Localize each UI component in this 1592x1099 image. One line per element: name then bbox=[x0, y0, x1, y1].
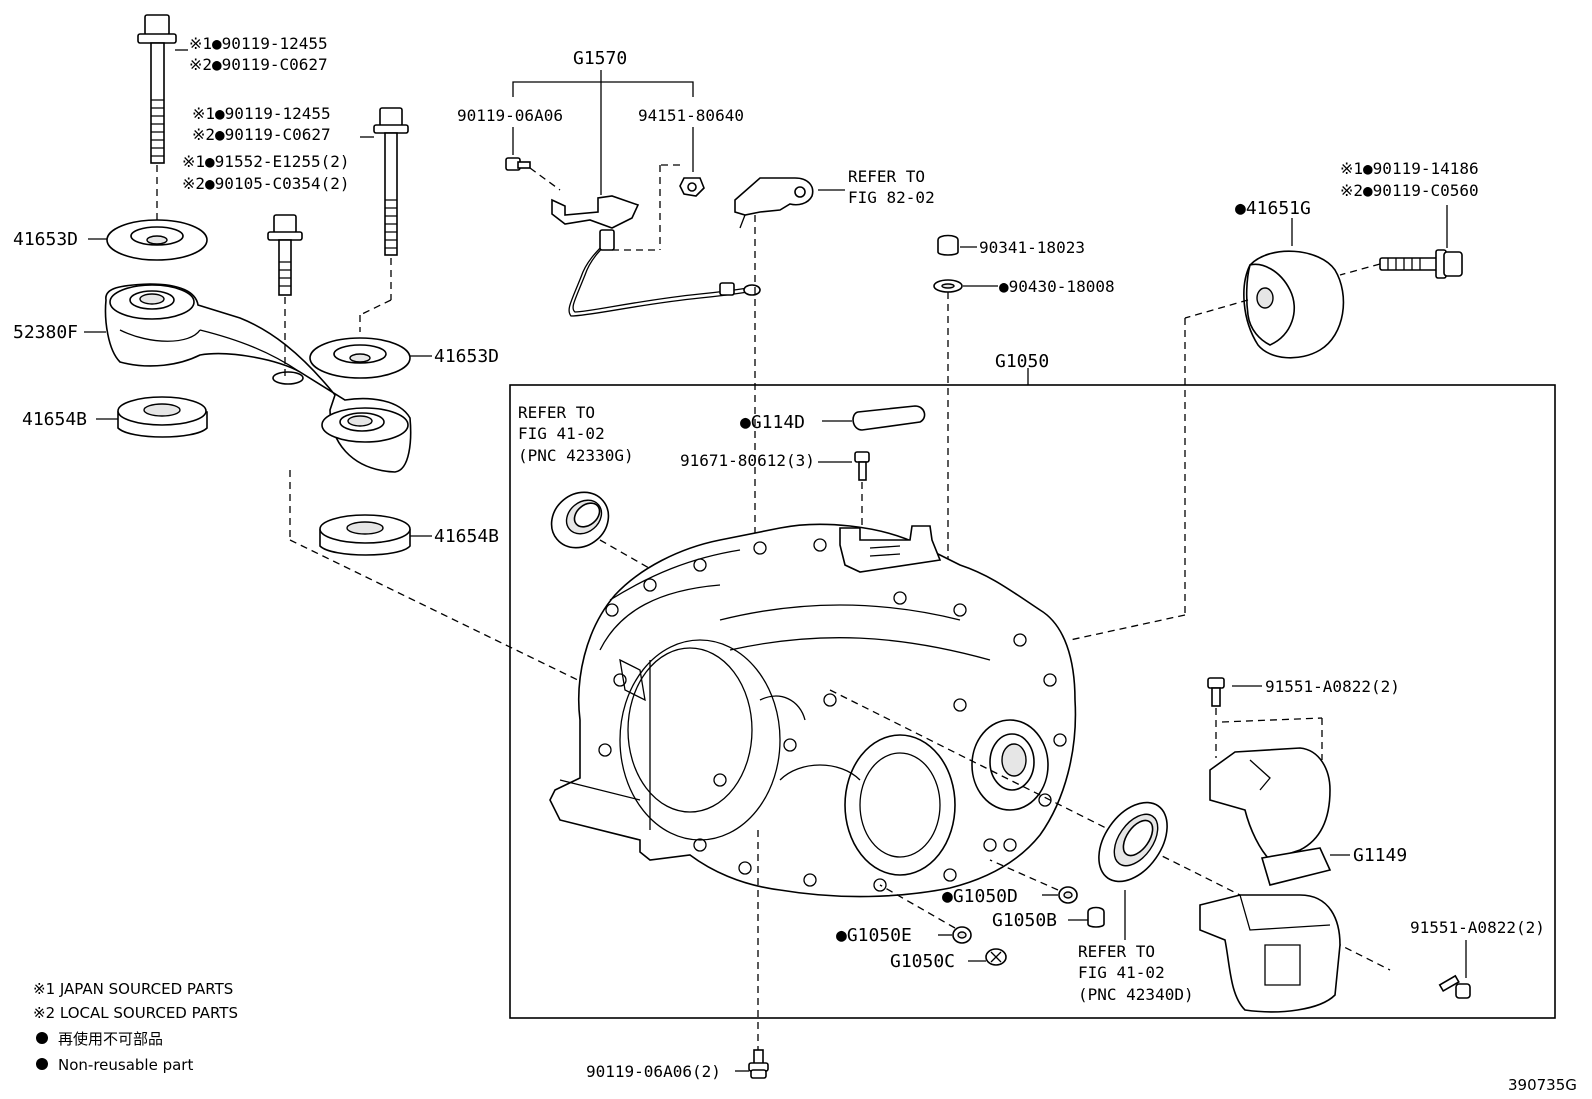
oil-seal-top bbox=[550, 491, 610, 549]
short-bolt bbox=[267, 214, 303, 296]
mount-41651g-label: ●41651G bbox=[1235, 198, 1311, 219]
mount-bolt bbox=[1379, 249, 1463, 279]
refer-4102-top-line3: (PNC 42330G) bbox=[518, 446, 634, 465]
bolt-top-left-callout-b: ※2●90119-C0627 bbox=[189, 55, 328, 74]
refer-4102-bot-line2: FIG 41-02 bbox=[1078, 963, 1165, 982]
bolt-short-callout-b: ※2●90105-C0354(2) bbox=[182, 174, 350, 193]
case-group-box bbox=[509, 384, 1556, 1019]
wire-group-label: G1570 bbox=[573, 48, 627, 69]
bolt-short-callout-a: ※1●91552-E1255(2) bbox=[182, 152, 350, 171]
plug-g1050b-label: G1050B bbox=[992, 910, 1057, 931]
cover-bolt-bottom-label: 91551-A0822(2) bbox=[1410, 918, 1545, 937]
mount-bolt-callout-a: ※1●90119-14186 bbox=[1340, 159, 1479, 178]
oil-seal-bottom bbox=[1098, 801, 1168, 883]
case-group-label: G1050 bbox=[995, 351, 1049, 372]
legend-note-2: ※2 LOCAL SOURCED PARTS bbox=[33, 1004, 238, 1022]
drain-plug bbox=[937, 234, 959, 256]
bracket-52380f-label: 52380F bbox=[13, 322, 78, 343]
gasket-label: ●90430-18008 bbox=[999, 277, 1115, 296]
washer-41653d-left-label: 41653D bbox=[13, 229, 78, 250]
bottom-bolt bbox=[748, 1049, 769, 1079]
refer-82-line1: REFER TO bbox=[848, 167, 925, 186]
bolt-mid-callout-b: ※2●90119-C0627 bbox=[192, 125, 331, 144]
refer-4102-top-line2: FIG 41-02 bbox=[518, 424, 605, 443]
engine-mount-41651g bbox=[1243, 250, 1345, 359]
refer-4102-top-line1: REFER TO bbox=[518, 403, 595, 422]
long-bolt-top-left bbox=[137, 14, 177, 164]
non-reusable-dot-icon bbox=[36, 1032, 48, 1044]
ground-wire-harness bbox=[551, 195, 761, 317]
legend-note-1: ※1 JAPAN SOURCED PARTS bbox=[33, 980, 233, 998]
plug-g1050e-label: ●G1050E bbox=[836, 925, 912, 946]
non-reusable-dot-icon bbox=[36, 1058, 48, 1070]
bushing-41654b-right bbox=[319, 514, 411, 556]
refer-82-line2: FIG 82-02 bbox=[848, 188, 935, 207]
plug-g1050d bbox=[1058, 886, 1078, 904]
cover-bolt-bottom bbox=[1438, 974, 1471, 999]
bushing-41654b-left-label: 41654B bbox=[22, 409, 87, 430]
legend-note-3: 再使用不可部品 bbox=[58, 1030, 163, 1048]
washer-41653d-right bbox=[309, 337, 411, 379]
refer-4102-bot-line1: REFER TO bbox=[1078, 942, 1155, 961]
wire-bolt bbox=[505, 157, 531, 171]
bolt-top-left-callout-a: ※1●90119-12455 bbox=[189, 34, 328, 53]
wire-nut-right-label: 94151-80640 bbox=[638, 106, 744, 125]
washer-41653d-right-label: 41653D bbox=[434, 346, 499, 367]
mount-bolt-callout-b: ※2●90119-C0560 bbox=[1340, 181, 1479, 200]
bottom-bolt-label: 90119-06A06(2) bbox=[586, 1062, 721, 1081]
refer-4102-bot-line3: (PNC 42340D) bbox=[1078, 985, 1194, 1004]
plug-g1050c-label: G1050C bbox=[890, 951, 955, 972]
refer-82-bracket bbox=[734, 177, 814, 229]
cover-bolt-top bbox=[1207, 677, 1225, 707]
plug-g1050d-label: ●G1050D bbox=[942, 886, 1018, 907]
transaxle-case bbox=[549, 523, 1077, 898]
wire-nut bbox=[679, 177, 705, 197]
bushing-41654b-left bbox=[117, 396, 208, 438]
cover-g1149-label: G1149 bbox=[1353, 845, 1407, 866]
cover-bolt-top-label: 91551-A0822(2) bbox=[1265, 677, 1400, 696]
legend-note-4: Non-reusable part bbox=[58, 1056, 193, 1074]
wire-bolt-left-label: 90119-06A06 bbox=[457, 106, 563, 125]
plug-g1050b bbox=[1087, 906, 1105, 928]
plug-gasket bbox=[933, 279, 963, 293]
strainer-label: ●G114D bbox=[740, 412, 805, 433]
plug-g1050e bbox=[952, 926, 972, 944]
bolt-mid-callout-a: ※1●90119-12455 bbox=[192, 104, 331, 123]
bushing-41654b-right-label: 41654B bbox=[434, 526, 499, 547]
cover-g1149 bbox=[1199, 747, 1341, 1013]
long-bolt-mid bbox=[373, 107, 409, 256]
strainer-g114d bbox=[852, 405, 926, 431]
strainer-bolt bbox=[854, 451, 870, 481]
strainer-bolt-label: 91671-80612(3) bbox=[680, 451, 815, 470]
figure-id: 390735G bbox=[1508, 1076, 1577, 1094]
torque-rod-bracket-52380f bbox=[104, 283, 412, 473]
plug-label: 90341-18023 bbox=[979, 238, 1085, 257]
washer-41653d-left bbox=[106, 219, 208, 261]
plug-g1050c bbox=[985, 948, 1007, 966]
